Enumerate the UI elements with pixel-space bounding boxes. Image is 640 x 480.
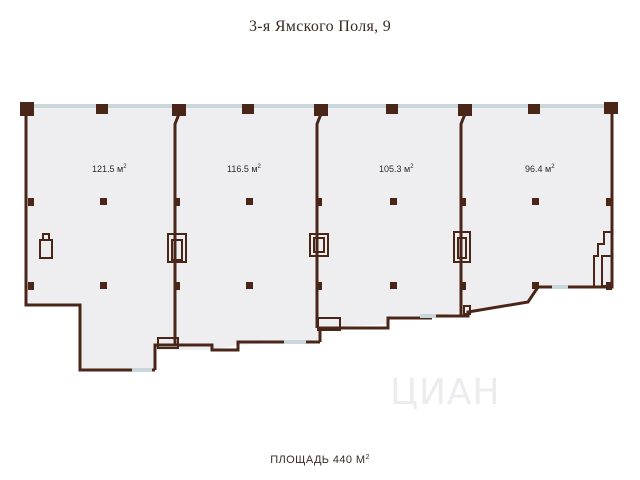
room-4-area: 96.4 м2: [525, 164, 555, 174]
bottom-window: [552, 285, 568, 289]
side-pillars: [28, 198, 612, 290]
room-1-area: 121.5 м2: [92, 164, 127, 174]
bottom-window: [420, 314, 436, 318]
room-2-area: 116.5 м2: [227, 164, 262, 174]
bottom-window: [132, 368, 152, 372]
room-3-area: 105.3 м2: [379, 164, 414, 174]
bottom-window: [284, 340, 306, 344]
partition-columns: [167, 231, 471, 263]
floor-plan-title: 3-я Ямского Поля, 9: [248, 18, 392, 35]
total-area-text: ПЛОЩАДЬ 440 М: [270, 454, 366, 466]
partition-walls: [173, 113, 467, 345]
exterior-walls: [24, 106, 614, 372]
top-pillars: [96, 104, 540, 116]
watermark-logo: ЦИАН: [390, 372, 501, 413]
partition-notches: [157, 305, 471, 349]
total-area-unit-sup: 2: [365, 454, 370, 461]
corner-block: [20, 102, 34, 116]
total-area-label: ПЛОЩАДЬ 440 М2: [0, 454, 640, 466]
interior-columns: [100, 198, 539, 289]
corner-block: [604, 102, 618, 114]
left-fixture: [39, 233, 53, 259]
